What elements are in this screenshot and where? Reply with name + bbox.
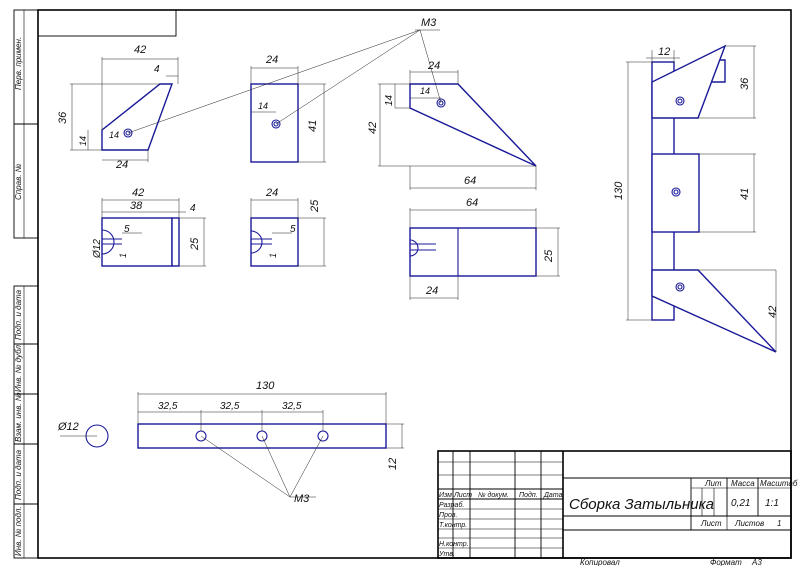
part-pin bbox=[60, 424, 109, 448]
dim-asm-width: 12 bbox=[658, 46, 670, 58]
callout-m3-top: M3 bbox=[421, 17, 437, 29]
dim-wedge-h2: 42 bbox=[367, 122, 379, 134]
dim-s1-small: 1 bbox=[118, 253, 128, 258]
dim-s1-thickness: 4 bbox=[190, 203, 196, 214]
dim-s3-a: 24 bbox=[425, 285, 438, 297]
dim-s2-small: 1 bbox=[268, 253, 278, 258]
callout-m3-top-leaders bbox=[127, 29, 442, 134]
stamp-header-list: Лист bbox=[453, 492, 472, 499]
stamp-header-doc: № докум. bbox=[478, 491, 509, 499]
side-label-primary-use: Перв. примен. bbox=[14, 37, 23, 90]
side-strip-top bbox=[13, 9, 177, 239]
stamp-header-date: Дата bbox=[543, 492, 563, 499]
copied-label: Копировал bbox=[580, 558, 620, 566]
part-section-2 bbox=[250, 198, 326, 267]
stamp-role-norm-control: Н.контр. bbox=[439, 541, 469, 548]
sheet-frame bbox=[37, 9, 792, 559]
side-label-ref-no: Справ. № bbox=[14, 163, 23, 200]
part-wedge bbox=[378, 70, 537, 190]
part-triangle-bracket bbox=[70, 57, 179, 162]
dim-pin-diameter: Ø12 bbox=[57, 421, 79, 433]
dim-wedge-length: 64 bbox=[464, 175, 476, 187]
dim-s3-height: 25 bbox=[543, 249, 555, 263]
side-strip-bottom bbox=[13, 285, 39, 559]
side-label-inv-orig: Инв. № подл. bbox=[14, 506, 23, 556]
dim-s1-height: 25 bbox=[189, 237, 201, 251]
format-value: A3 bbox=[751, 558, 762, 566]
dim-tri-height: 36 bbox=[57, 111, 69, 124]
sheets-label: Листов bbox=[734, 519, 764, 528]
dim-bar-total: 130 bbox=[256, 380, 275, 392]
sheet-label: Лист bbox=[700, 519, 722, 528]
scale-label: Масштаб bbox=[760, 479, 798, 488]
dim-bar-b: 32,5 bbox=[220, 401, 240, 412]
part-assembly bbox=[626, 44, 777, 353]
mass-value: 0,21 bbox=[731, 498, 750, 509]
top-left-stamp bbox=[37, 9, 177, 37]
dim-s1-width: 42 bbox=[132, 187, 144, 199]
part-bar bbox=[137, 392, 404, 498]
callout-m3-bottom: M3 bbox=[294, 493, 310, 505]
stamp-header-sign: Подп. bbox=[519, 491, 538, 499]
dim-wedge-width: 24 bbox=[427, 60, 440, 72]
lit-label: Лит bbox=[704, 479, 722, 488]
dim-asm-a: 36 bbox=[739, 77, 751, 90]
dim-block-width: 24 bbox=[265, 54, 278, 66]
scale-value: 1:1 bbox=[765, 498, 779, 509]
sheets-count: 1 bbox=[777, 519, 781, 528]
dim-bar-height: 12 bbox=[387, 458, 399, 470]
dim-tri-base: 24 bbox=[115, 159, 128, 171]
dim-s2-width: 24 bbox=[265, 187, 278, 199]
format-label: Формат bbox=[710, 558, 742, 566]
stamp-role-tech-control: Т.контр. bbox=[439, 522, 467, 529]
dim-tri-top: 4 bbox=[154, 64, 160, 75]
dim-s2-height: 25 bbox=[309, 199, 321, 213]
side-label-sign-date-2: Подп. и дата bbox=[14, 449, 23, 500]
stamp-role-developed: Разраб. bbox=[439, 501, 464, 509]
dim-tri-hole-width: 14 bbox=[109, 130, 119, 140]
dim-s3-width: 64 bbox=[466, 197, 478, 209]
dim-block-hole: 14 bbox=[258, 101, 268, 111]
stamp-role-checked: Пров. bbox=[439, 512, 458, 519]
side-label-vzam-inv: Взам. инв. № bbox=[14, 392, 23, 442]
dim-asm-c: 42 bbox=[767, 306, 779, 318]
mass-label: Масса bbox=[731, 479, 755, 488]
title-block bbox=[437, 450, 792, 559]
dim-wedge-h1: 14 bbox=[384, 94, 395, 106]
dim-block-height: 41 bbox=[307, 120, 319, 132]
dim-tri-width: 42 bbox=[134, 44, 146, 56]
dim-s1-diameter: Ø12 bbox=[92, 239, 103, 259]
dim-s1-slot: 5 bbox=[124, 224, 130, 235]
dim-tri-hole-height: 14 bbox=[78, 136, 88, 146]
dim-wedge-hole: 14 bbox=[420, 86, 430, 96]
dim-asm-b: 41 bbox=[739, 188, 751, 200]
dim-s2-slot: 5 bbox=[290, 224, 296, 235]
drawing-title: Сборка Затыльника bbox=[569, 496, 714, 513]
side-label-inv-dubl: Инв. № дубл. bbox=[14, 343, 23, 392]
dim-asm-total: 130 bbox=[613, 181, 625, 200]
stamp-header-izm: Изм bbox=[439, 492, 452, 499]
part-section-1 bbox=[101, 198, 206, 267]
part-section-3 bbox=[409, 208, 560, 300]
side-label-sign-date-1: Подп. и дата bbox=[14, 289, 23, 340]
dim-bar-c: 32,5 bbox=[282, 401, 302, 412]
dim-bar-a: 32,5 bbox=[158, 401, 178, 412]
stamp-role-approved: Утв. bbox=[438, 551, 455, 558]
part-block bbox=[250, 66, 326, 163]
dim-s1-inner: 38 bbox=[130, 200, 143, 212]
